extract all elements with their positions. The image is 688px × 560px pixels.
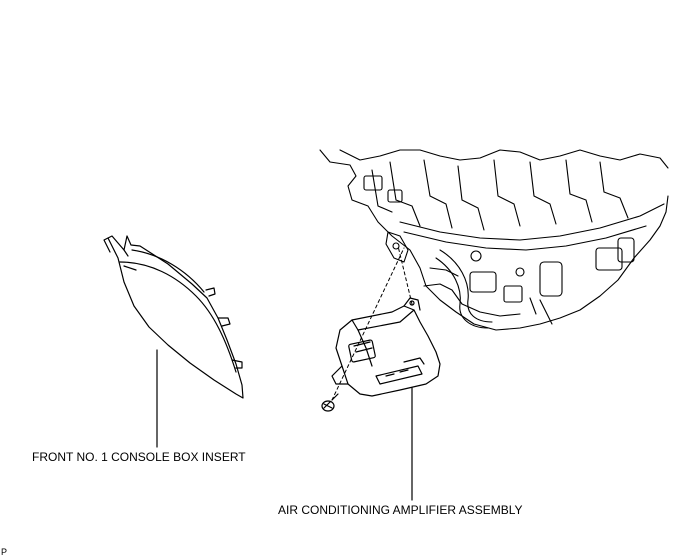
figure-code: P xyxy=(1,547,8,557)
amplifier-assembly xyxy=(331,297,441,397)
amplifier-label: AIR CONDITIONING AMPLIFIER ASSEMBLY xyxy=(278,503,523,517)
screw-guide-line xyxy=(331,247,405,401)
screw xyxy=(321,393,339,412)
console-box-insert xyxy=(103,235,244,399)
heater-unit xyxy=(319,149,669,331)
install-guide-line xyxy=(397,245,413,305)
console-insert-label: FRONT NO. 1 CONSOLE BOX INSERT xyxy=(32,450,246,464)
